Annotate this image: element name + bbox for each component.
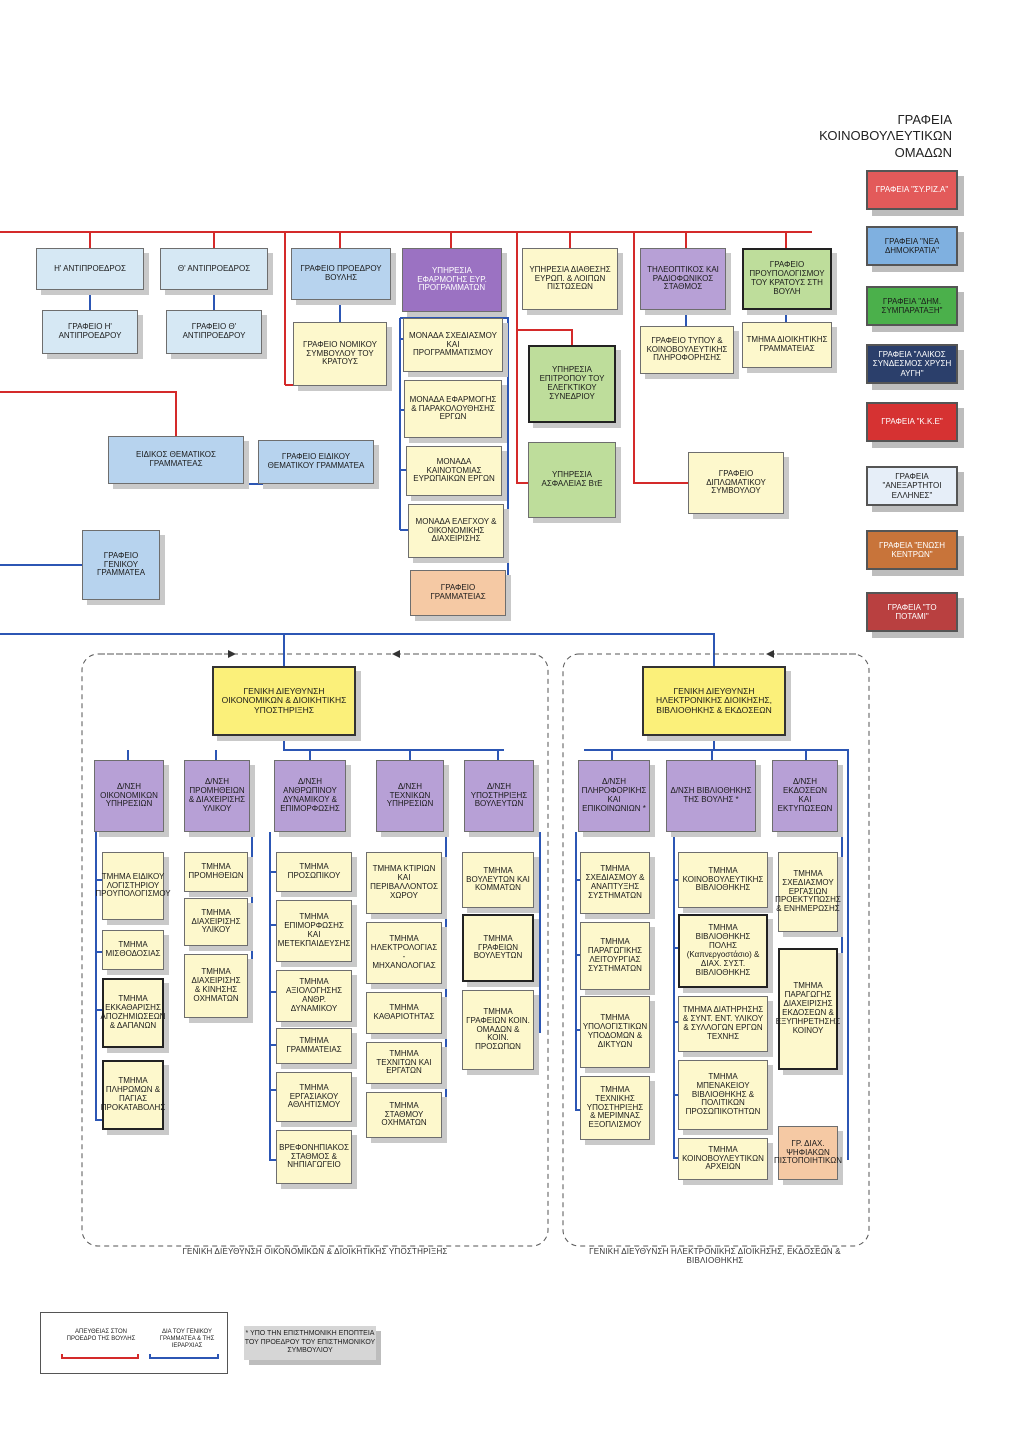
- gd_finance-section-3-1[interactable]: ΤΜΗΜΑ ΠΡΟΣΩΠΙΚΟΥ: [276, 852, 352, 892]
- gd_finance-section-5-3[interactable]: ΤΜΗΜΑ ΓΡΑΦΕΙΩΝ ΚΟΙΝ. ΟΜΑΔΩΝ & ΚΟΙΝ. ΠΡΟΣ…: [462, 990, 534, 1070]
- party-office-1[interactable]: ΓΡΑΦΕΙΑ "ΣΥ.ΡΙΖ.Α": [866, 170, 958, 210]
- audit-committee-service[interactable]: ΥΠΗΡΕΣΙΑ ΕΠΙΤΡΟΠΟΥ ΤΟΥ ΕΛΕΓΚΤΙΚΟΥ ΣΥΝΕΔΡ…: [528, 345, 616, 423]
- gd_electronic-section-1-1[interactable]: ΤΜΗΜΑ ΣΧΕΔΙΑΣΜΟΥ & ΑΝΑΠΤΥΞΗΣ ΣΥΣΤΗΜΑΤΩΝ: [580, 852, 650, 914]
- gd_finance-directorate-2[interactable]: Δ/ΝΣΗ ΠΡΟΜΗΘΕΙΩΝ & ΔΙΑΧΕΙΡΙΣΗΣ ΥΛΙΚΟΥ: [184, 760, 250, 832]
- unit-planning[interactable]: ΜΟΝΑΔΑ ΣΧΕΔΙΑΣΜΟΥ ΚΑΙ ΠΡΟΓΡΑΜΜΑΤΙΣΜΟΥ: [403, 318, 503, 372]
- gd_electronic-directorate-1[interactable]: Δ/ΝΣΗ ΠΛΗΡΟΦΟΡΙΚΗΣ ΚΑΙ ΕΠΙΚΟΙΝΩΝΙΩΝ *: [578, 760, 650, 832]
- special-thematic-secretary-office[interactable]: ΓΡΑΦΕΙΟ ΕΙΔΙΚΟΥ ΘΕΜΑΤΙΚΟΥ ΓΡΑΜΜΑΤΕΑ: [258, 440, 374, 484]
- gd_finance-section-4-1[interactable]: ΤΜΗΜΑ ΚΤΙΡΙΩΝ ΚΑΙ ΠΕΡΙΒΑΛΛΟΝΤΟΣ ΧΩΡΟΥ: [366, 852, 442, 914]
- gd_finance-section-3-3[interactable]: ΤΜΗΜΑ ΑΞΙΟΛΟΓΗΣΗΣ ΑΝΘΡ. ΔΥΝΑΜΙΚΟΥ: [276, 970, 352, 1022]
- gd_electronic-section-2-2[interactable]: ΤΜΗΜΑ ΒΙΒΛΙΟΘΗΚΗΣ ΠΟΛΗΣ (Καπνεργοστάσιο)…: [678, 914, 768, 988]
- gd-finance-group-label: ΓΕΝΙΚΗ ΔΙΕΥΘΥΝΣΗ ΟΙΚΟΝΟΜΙΚΩΝ & ΔΙΟΙΚΗΤΙΚ…: [182, 1247, 448, 1256]
- gd_finance-section-2-1[interactable]: ΤΜΗΜΑ ΠΡΟΜΗΘΕΙΩΝ: [184, 852, 248, 892]
- gd_finance-section-3-2[interactable]: ΤΜΗΜΑ ΕΠΙΜΟΡΦΩΣΗΣ ΚΑΙ ΜΕΤΕΚΠΑΙΔΕΥΣΗΣ: [276, 900, 352, 962]
- tv-radio-station[interactable]: ΤΗΛΕΟΠΤΙΚΟΣ ΚΑΙ ΡΑΔΙΟΦΩΝΙΚΟΣ ΣΤΑΘΜΟΣ: [640, 248, 726, 310]
- gd_finance-section-4-2[interactable]: ΤΜΗΜΑ ΗΛΕΚΤΡΟΛΟΓΙΑΣ - ΜΗΧΑΝΟΛΟΓΙΑΣ: [366, 922, 442, 984]
- party-offices-title: ΓΡΑΦΕΙΑ ΚΟΙΝΟΒΟΥΛΕΥΤΙΚΩΝ ΟΜΑΔΩΝ: [819, 112, 952, 160]
- group-frames: [81, 653, 870, 1247]
- gd_finance-section-4-5[interactable]: ΤΜΗΜΑ ΣΤΑΘΜΟΥ ΟΧΗΜΑΤΩΝ: [366, 1092, 442, 1138]
- budget-office[interactable]: ΓΡΑΦΕΙΟ ΠΡΟΥΠΟΛΟΓΙΣΜΟΥ ΤΟΥ ΚΡΑΤΟΥΣ ΣΤΗ Β…: [742, 248, 832, 310]
- gd_finance-section-3-4[interactable]: ΤΜΗΜΑ ΓΡΑΜΜΑΤΕΙΑΣ: [276, 1028, 352, 1064]
- office-vice-president-th[interactable]: ΓΡΑΦΕΙΟ Θ' ΑΝΤΙΠΡΟΕΔΡΟΥ: [166, 310, 262, 354]
- party-office-2[interactable]: ΓΡΑΦΕΙΑ "ΝΕΑ ΔΗΜΟΚΡΑΤΙΑ": [866, 226, 958, 266]
- vice-president-h[interactable]: Η' ΑΝΤΙΠΡΟΕΔΡΟΣ: [36, 248, 144, 290]
- gd_electronic-section-1-3[interactable]: ΤΜΗΜΑ ΥΠΟΛΟΓΙΣΤΙΚΩΝ ΥΠΟΔΟΜΩΝ & ΔΙΚΤΥΩΝ: [580, 996, 650, 1068]
- gd_electronic-section-2-5[interactable]: ΤΜΗΜΑ ΚΟΙΝΟΒΟΥΛΕΥΤΙΚΩΝ ΑΡΧΕΙΩΝ: [678, 1138, 768, 1180]
- gd-electronic-group-label: ΓΕΝΙΚΗ ΔΙΕΥΘΥΝΣΗ ΗΛΕΚΤΡΟΝΙΚΗΣ ΔΙΟΙΚΗΣΗΣ,…: [589, 1247, 841, 1265]
- gd_finance-directorate-4[interactable]: Δ/ΝΣΗ ΤΕΧΝΙΚΩΝ ΥΠΗΡΕΣΙΩΝ: [376, 760, 444, 832]
- direct-report-lines: [0, 231, 812, 484]
- gd_finance-section-1-3[interactable]: ΤΜΗΜΑ ΕΚΚΑΘΑΡΙΣΗΣ ΑΠΟΖΗΜΙΩΣΕΩΝ & ΔΑΠΑΝΩΝ: [101, 978, 165, 1048]
- gd-finance-admin[interactable]: ΓΕΝΙΚΗ ΔΙΕΥΘΥΝΣΗ ΟΙΚΟΝΟΜΙΚΩΝ & ΔΙΟΙΚΗΤΙΚ…: [212, 666, 356, 736]
- unit-monitoring[interactable]: ΜΟΝΑΔΑ ΕΦΑΡΜΟΓΗΣ & ΠΑΡΑΚΟΛΟΥΘΗΣΗΣ ΕΡΓΩΝ: [404, 380, 502, 438]
- gd_finance-section-2-3[interactable]: ΤΜΗΜΑ ΔΙΑΧΕΙΡΙΣΗΣ & ΚΙΝΗΣΗΣ ΟΧΗΜΑΤΩΝ: [184, 954, 248, 1018]
- gd_finance-section-1-4[interactable]: ΤΜΗΜΑ ΠΛΗΡΩΜΩΝ & ΠΑΓΙΑΣ ΠΡΟΚΑΤΑΒΟΛΗΣ: [101, 1060, 165, 1130]
- gd_finance-section-1-1[interactable]: ΤΜΗΜΑ ΕΙΔΙΚΟΥ ΛΟΓΙΣΤΗΡΙΟΥ ΠΡΟΥΠΟΛΟΓΙΣΜΟΥ: [95, 852, 171, 920]
- gd_electronic-section-2-1[interactable]: ΤΜΗΜΑ ΚΟΙΝΟΒΟΥΛΕΥΤΙΚΗΣ ΒΙΒΛΙΟΘΗΚΗΣ: [678, 852, 768, 908]
- gd_electronic-section-1-2[interactable]: ΤΜΗΜΑ ΠΑΡΑΓΩΓΙΚΗΣ ΛΕΙΤΟΥΡΓΙΑΣ ΣΥΣΤΗΜΑΤΩΝ: [580, 922, 650, 990]
- secretary-general-office[interactable]: ΓΡΑΦΕΙΟ ΓΕΝΙΚΟΥ ΓΡΑΜΜΑΤΕΑ: [82, 530, 160, 600]
- unit-control[interactable]: ΜΟΝΑΔΑ ΕΛΕΓΧΟΥ & ΟΙΚΟΝΟΜΙΚΗΣ ΔΙΑΧΕΙΡΙΣΗΣ: [408, 504, 504, 558]
- legend: ΑΠΕΥΘΕΙΑΣ ΣΤΟΝ ΠΡΟΕΔΡΟ ΤΗΣ ΒΟΥΛΗΣ ΔΙΑ ΤΟ…: [40, 1312, 228, 1374]
- gd_electronic-section-3-3[interactable]: ΓΡ. ΔΙΑΧ. ΨΗΦΙΑΚΩΝ ΠΙΣΤΟΠΟΙΗΤΙΚΩΝ: [774, 1126, 842, 1180]
- party-office-5[interactable]: ΓΡΑΦΕΙΑ "Κ.Κ.Ε": [866, 402, 958, 442]
- gd_finance-section-3-6[interactable]: ΒΡΕΦΟΝΗΠΙΑΚΟΣ ΣΤΑΘΜΟΣ & ΝΗΠΙΑΓΩΓΕΙΟ: [276, 1130, 352, 1184]
- party-office-8[interactable]: ΓΡΑΦΕΙΑ "ΤΟ ΠΟΤΑΜΙ": [866, 592, 958, 632]
- gd_electronic-directorate-2[interactable]: Δ/ΝΣΗ ΒΙΒΛΙΟΘΗΚΗΣ ΤΗΣ ΒΟΥΛΗΣ *: [666, 760, 756, 832]
- gd_finance-section-4-4[interactable]: ΤΜΗΜΑ ΤΕΧΝΙΤΩΝ ΚΑΙ ΕΡΓΑΤΩΝ: [366, 1042, 442, 1084]
- gd_electronic-section-1-4[interactable]: ΤΜΗΜΑ ΤΕΧΝΙΚΗΣ ΥΠΟΣΤΗΡΙΞΗΣ & ΜΕΡΙΜΝΑΣ ΕΞ…: [580, 1076, 650, 1140]
- gd-electronic-library[interactable]: ΓΕΝΙΚΗ ΔΙΕΥΘΥΝΣΗ ΗΛΕΚΤΡΟΝΙΚΗΣ ΔΙΟΙΚΗΣΗΣ,…: [642, 666, 786, 736]
- president-office[interactable]: ΓΡΑΦΕΙΟ ΠΡΟΕΔΡΟΥ ΒΟΥΛΗΣ: [291, 248, 391, 300]
- scientific-supervision-note: * ΥΠΟ ΤΗΝ ΕΠΙΣΤΗΜΟΝΙΚΗ ΕΠΟΠΤΕΙΑ ΤΟΥ ΠΡΟΕ…: [244, 1326, 376, 1360]
- party-office-4[interactable]: ΓΡΑΦΕΙΑ "ΛΑΙΚΟΣ ΣΥΝΔΕΣΜΟΣ ΧΡΥΣΗ ΑΥΓΗ": [866, 344, 958, 384]
- party-office-6[interactable]: ΓΡΑΦΕΙΑ "ΑΝΕΞΑΡΤΗΤΟΙ ΕΛΛΗΝΕΣ": [866, 466, 958, 506]
- press-office[interactable]: ΓΡΑΦΕΙΟ ΤΥΠΟΥ & ΚΟΙΝΟΒΟΥΛΕΥΤΙΚΗΣ ΠΛΗΡΟΦΟ…: [640, 326, 734, 374]
- diplomatic-advisor-office[interactable]: ΓΡΑΦΕΙΟ ΔΙΠΛΩΜΑΤΙΚΟΥ ΣΥΜΒΟΥΛΟΥ: [688, 452, 784, 514]
- gd_electronic-section-3-1[interactable]: ΤΜΗΜΑ ΣΧΕΔΙΑΣΜΟΥ ΕΡΓΑΣΙΩΝ ΠΡΟΕΚΤΥΠΩΣΗΣ &…: [775, 852, 841, 932]
- admin-secretariat-section[interactable]: ΤΜΗΜΑ ΔΙΟΙΚΗΤΙΚΗΣ ΓΡΑΜΜΑΤΕΙΑΣ: [742, 322, 832, 368]
- party-office-7[interactable]: ΓΡΑΦΕΙΑ "ΕΝΩΣΗ ΚΕΝΤΡΩΝ": [866, 530, 958, 570]
- unit-innovation[interactable]: ΜΟΝΑΔΑ ΚΑΙΝΟΤΟΜΙΑΣ ΕΥΡΩΠΑΙΚΩΝ ΕΡΓΩΝ: [406, 446, 502, 496]
- gd_electronic-directorate-3[interactable]: Δ/ΝΣΗ ΕΚΔΟΣΕΩΝ ΚΑΙ ΕΚΤΥΠΩΣΕΩΝ: [772, 760, 838, 832]
- legend-via-label: ΔΙΑ ΤΟΥ ΓΕΝΙΚΟΥ ΓΡΑΜΜΑΤΕΑ & ΤΗΣ ΙΕΡΑΡΧΙΑ…: [159, 1329, 215, 1350]
- office-vice-president-h[interactable]: ΓΡΑΦΕΙΟ Η' ΑΝΤΙΠΡΟΕΔΡΟΥ: [42, 310, 138, 354]
- vice-president-th[interactable]: Θ' ΑΝΤΙΠΡΟΕΔΡΟΣ: [160, 248, 268, 290]
- gd_finance-section-5-1[interactable]: ΤΜΗΜΑ ΒΟΥΛΕΥΤΩΝ ΚΑΙ ΚΟΜΜΑΤΩΝ: [462, 852, 534, 908]
- gd_finance-directorate-5[interactable]: Δ/ΝΣΗ ΥΠΟΣΤΗΡΙΞΗΣ ΒΟΥΛΕΥΤΩΝ: [464, 760, 534, 832]
- gd_finance-directorate-3[interactable]: Δ/ΝΣΗ ΑΝΘΡΩΠΙΝΟΥ ΔΥΝΑΜΙΚΟΥ & ΕΠΙΜΟΡΦΩΣΗΣ: [274, 760, 346, 832]
- gd_finance-section-4-3[interactable]: ΤΜΗΜΑ ΚΑΘΑΡΙΟΤΗΤΑΣ: [366, 992, 442, 1034]
- gd_electronic-section-3-2[interactable]: ΤΜΗΜΑ ΠΑΡΑΓΩΓΗΣ ΔΙΑΧΕΙΡΙΣΗΣ ΕΚΔΟΣΕΩΝ & Ε…: [776, 948, 840, 1070]
- legend-direct-label: ΑΠΕΥΘΕΙΑΣ ΣΤΟΝ ΠΡΟΕΔΡΟ ΤΗΣ ΒΟΥΛΗΣ: [66, 1329, 136, 1343]
- gd_finance-section-3-5[interactable]: ΤΜΗΜΑ ΕΡΓΑΣΙΑΚΟΥ ΑΘΛΗΤΙΣΜΟΥ: [276, 1072, 352, 1122]
- credits-service[interactable]: ΥΠΗΡΕΣΙΑ ΔΙΑΘΕΣΗΣ ΕΥΡΩΠ. & ΛΟΙΠΩΝ ΠΙΣΤΩΣ…: [522, 248, 618, 310]
- gd_electronic-section-2-3[interactable]: ΤΜΗΜΑ ΔΙΑΤΗΡΗΣΗΣ & ΣΥΝΤ. ΕΝΤ. ΥΛΙΚΟΥ & Σ…: [678, 996, 768, 1052]
- security-service[interactable]: ΥΠΗΡΕΣΙΑ ΑΣΦΑΛΕΙΑΣ ΒτΕ: [528, 442, 616, 518]
- gd_finance-section-5-2[interactable]: ΤΜΗΜΑ ΓΡΑΦΕΙΩΝ ΒΟΥΛΕΥΤΩΝ: [462, 914, 534, 982]
- gd_finance-section-2-2[interactable]: ΤΜΗΜΑ ΔΙΑΧΕΙΡΙΣΗΣ ΥΛΙΚΟΥ: [184, 898, 248, 946]
- gd_electronic-section-2-4[interactable]: ΤΜΗΜΑ ΜΠΕΝΑΚΕΙΟΥ ΒΙΒΛΙΟΘΗΚΗΣ & ΠΟΛΙΤΙΚΩΝ…: [678, 1060, 768, 1130]
- legal-advisor-office[interactable]: ΓΡΑΦΕΙΟ ΝΟΜΙΚΟΥ ΣΥΜΒΟΥΛΟΥ ΤΟΥ ΚΡΑΤΟΥΣ: [293, 322, 387, 386]
- gd_finance-directorate-1[interactable]: Δ/ΝΣΗ ΟΙΚΟΝΟΜΙΚΩΝ ΥΠΗΡΕΣΙΩΝ: [94, 760, 164, 832]
- secretariat-office[interactable]: ΓΡΑΦΕΙΟ ΓΡΑΜΜΑΤΕΙΑΣ: [410, 570, 506, 616]
- special-thematic-secretary[interactable]: ΕΙΔΙΚΟΣ ΘΕΜΑΤΙΚΟΣ ΓΡΑΜΜΑΤΕΑΣ: [108, 436, 244, 484]
- eu-programs-service[interactable]: ΥΠΗΡΕΣΙΑ ΕΦΑΡΜΟΓΗΣ ΕΥΡ. ΠΡΟΓΡΑΜΜΑΤΩΝ: [402, 248, 502, 312]
- gd_finance-section-1-2[interactable]: ΤΜΗΜΑ ΜΙΣΘΟΔΟΣΙΑΣ: [102, 930, 164, 970]
- party-office-3[interactable]: ΓΡΑΦΕΙΑ "ΔΗΜ. ΣΥΜΠΑΡΑΤΑΞΗ": [866, 286, 958, 326]
